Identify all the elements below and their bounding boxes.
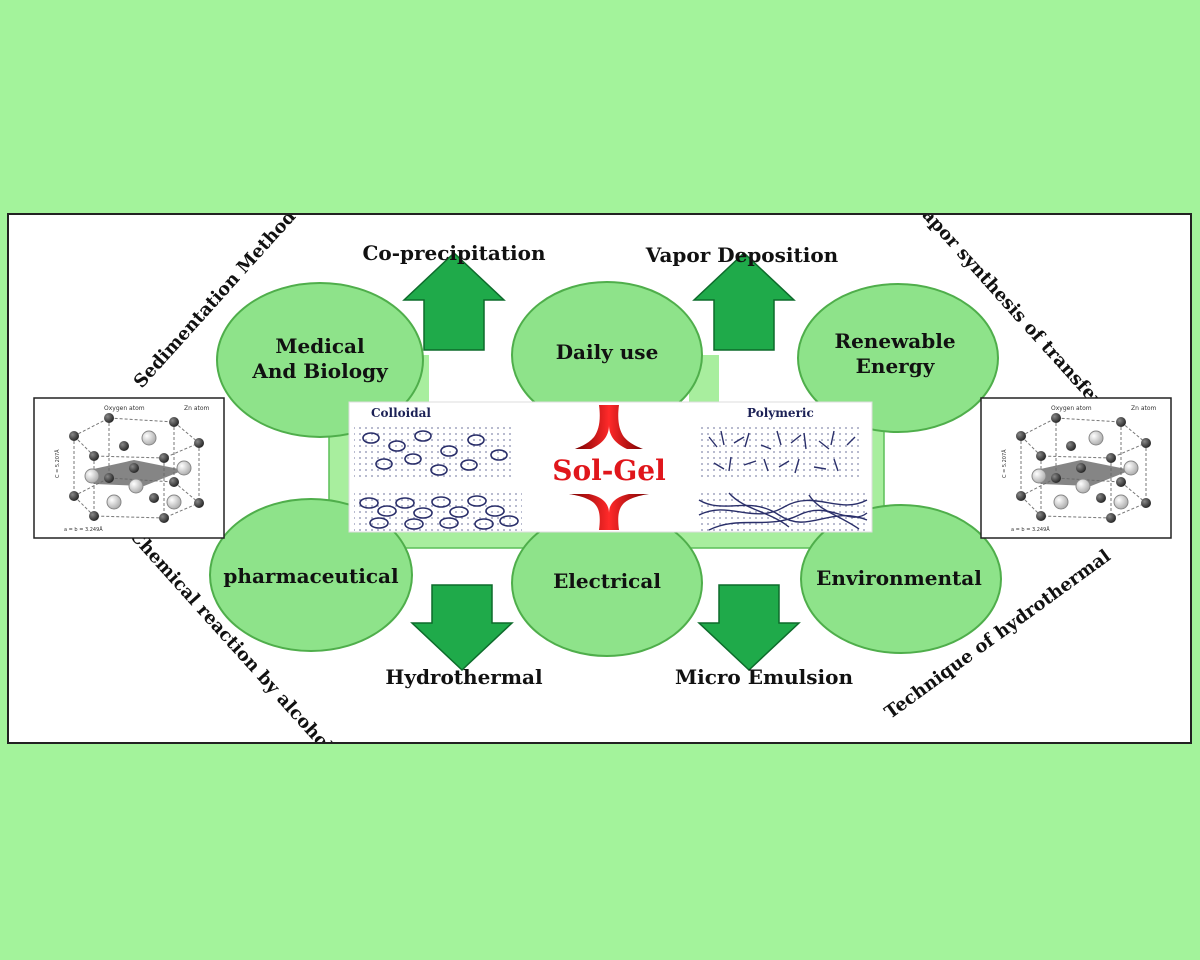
circle-medical [216, 282, 424, 438]
polymeric-label: Polymeric [747, 406, 814, 420]
circle-pharma [209, 498, 413, 652]
crystal-right-zn-label: Zn atom [1131, 405, 1157, 412]
sol-gel-center: Sol-Gel Colloidal Polymeric [348, 401, 873, 533]
crystal-left-a-label: a = b = 3.249Å [64, 526, 103, 533]
crystal-right-oxygen-label: Oxygen atom [1051, 405, 1092, 412]
medical-line2: And Biology [251, 359, 389, 383]
label-hydrothermal: Hydrothermal [385, 665, 543, 689]
arrow-down-right [697, 584, 801, 672]
circle-environmental [800, 504, 1002, 654]
label-micro-emulsion: Micro Emulsion [675, 665, 853, 689]
colloidal-particles [359, 430, 519, 530]
arrow-up-right [692, 251, 796, 351]
circle-renewable [797, 283, 999, 433]
diagram-panel: Medical And Biology Daily use Renewable … [7, 213, 1192, 744]
crystal-structure-left: Oxygen atom Zn atom C = 5.207Å a = b = 3… [33, 397, 225, 539]
sol-gel-arrows-icon [569, 405, 649, 530]
label-co-precipitation: Co-precipitation [362, 241, 546, 265]
electrical-label: Electrical [553, 569, 661, 593]
sol-gel-diagram: Medical And Biology Daily use Renewable … [33, 215, 1172, 742]
polymeric-chains [698, 430, 868, 531]
label-vapor-deposition: Vapor Deposition [645, 243, 839, 267]
environmental-label: Environmental [816, 566, 982, 590]
application-circles [209, 281, 1002, 657]
renewable-line1: Renewable [834, 329, 955, 353]
crystal-right-a-label: a = b = 3.249Å [1011, 526, 1050, 533]
crystal-left-zn-label: Zn atom [184, 405, 210, 412]
crystal-left-oxygen-label: Oxygen atom [104, 405, 145, 412]
crystal-structure-right: Oxygen atom Zn atom C = 5.207Å a = b = 3… [980, 397, 1172, 539]
colloidal-label: Colloidal [371, 406, 431, 420]
medical-line1: Medical [275, 334, 365, 358]
daily-label: Daily use [556, 340, 659, 364]
arrow-down-left [410, 584, 514, 672]
arrow-up-left [402, 251, 506, 351]
pharma-label: pharmaceutical [223, 564, 399, 588]
crystal-right-c-label: C = 5.207Å [1001, 449, 1008, 478]
renewable-line2: Energy [856, 354, 936, 378]
crystal-left-c-label: C = 5.207Å [54, 449, 61, 478]
sol-gel-title: Sol-Gel [552, 454, 666, 487]
